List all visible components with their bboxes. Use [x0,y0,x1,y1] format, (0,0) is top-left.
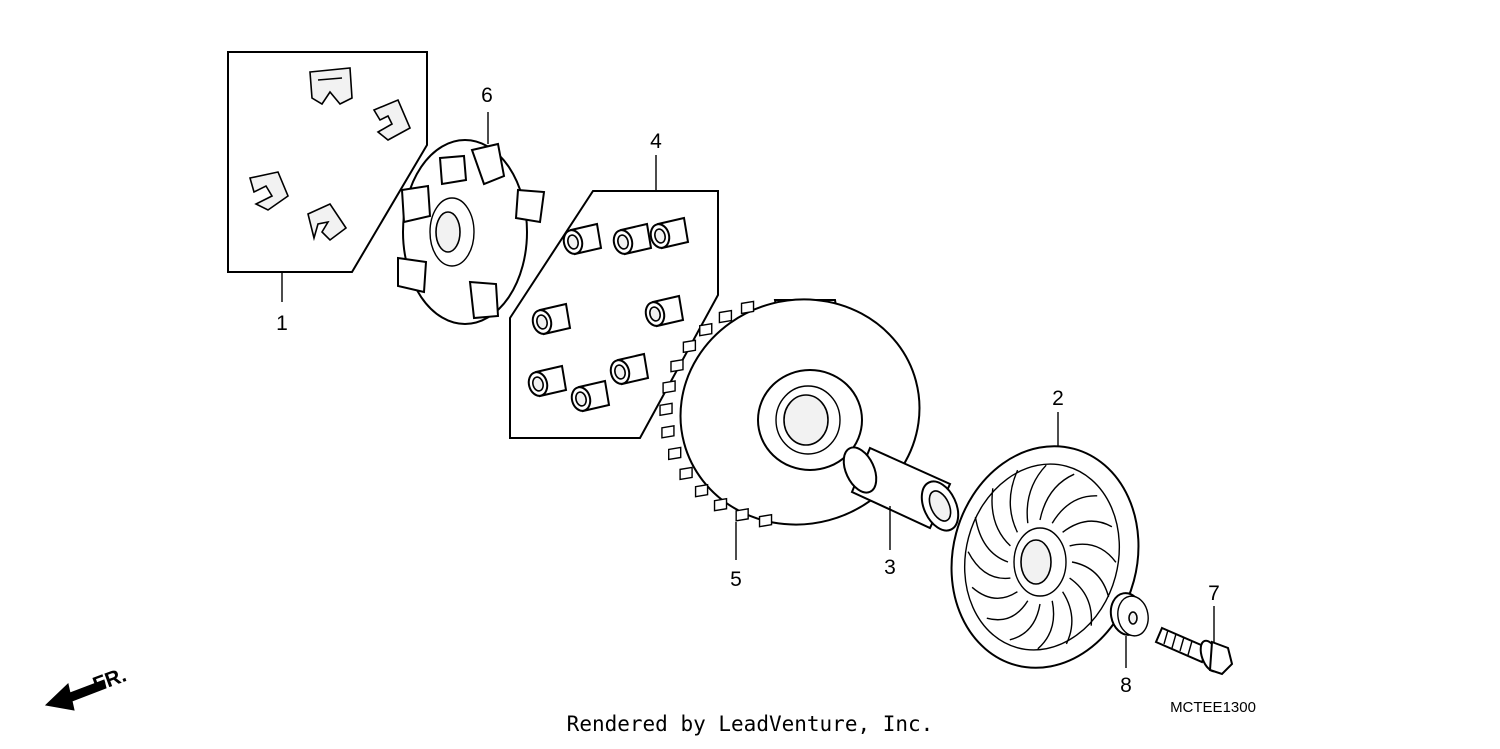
callout-4: 4 [650,130,662,153]
fan-blades [967,464,1117,650]
drive-face-fins [659,300,773,528]
weight-roller [562,222,603,256]
slider-piece [307,202,348,242]
weight-roller [570,379,611,413]
callout-5: 5 [730,568,742,591]
weight-roller [649,216,690,250]
weight-roller [644,294,685,328]
callout-1: 1 [276,312,288,335]
part-3-collar[interactable]: 3 [837,442,965,579]
part-2-movable-drive-face[interactable]: 2 [927,387,1163,689]
weight-roller [531,302,572,336]
callout-7: 7 [1208,582,1220,605]
slider-piece [372,98,412,141]
callout-8: 8 [1120,674,1132,697]
part-5-drive-face[interactable]: 5 [655,273,945,591]
slider-piece [309,67,353,106]
callout-2: 2 [1052,387,1064,410]
weight-roller [612,222,653,256]
weight-roller [609,352,650,386]
callout-3: 3 [884,556,896,579]
front-direction-label: FR. [90,664,130,697]
footer-credit: Rendered by LeadVenture, Inc. [566,712,934,736]
front-direction-arrow-icon: FR. [44,664,130,711]
part-7-flange-bolt[interactable]: 7 [1154,582,1234,676]
weight-roller [527,364,568,398]
diagram-code: MCTEE1300 [1170,699,1256,716]
slider-piece [248,171,289,211]
part-1-slider-pieces[interactable]: 1 [227,51,428,335]
part-4-weight-rollers[interactable]: 4 [509,130,719,439]
part-8-washer[interactable]: 8 [1108,591,1152,697]
part-6-ramp-plate[interactable]: 6 [397,84,546,325]
callout-6: 6 [481,84,493,107]
